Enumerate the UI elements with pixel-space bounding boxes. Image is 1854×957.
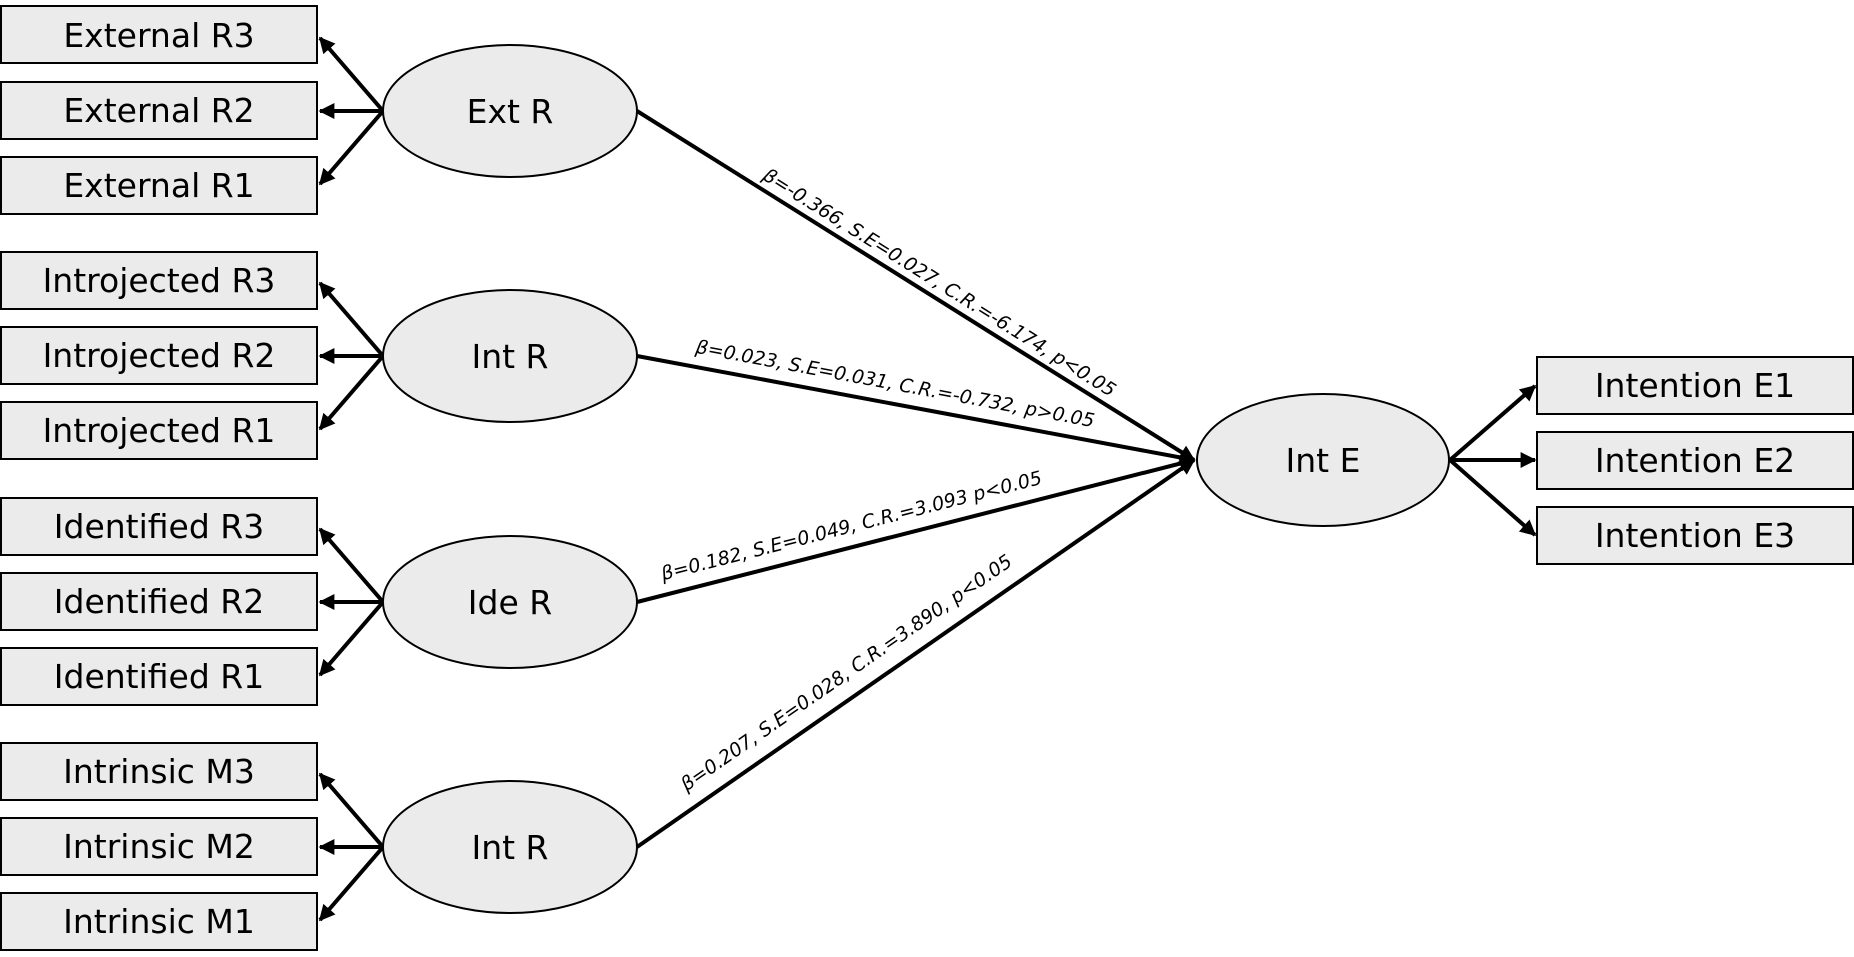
indicator-box-external-r2: External R2: [0, 81, 318, 140]
path-intr-to-inte: [636, 354, 1196, 466]
indicator-label: Introjected R2: [43, 336, 276, 375]
arrow-ide-r3: [318, 527, 385, 604]
indicator-box-introjected-r3: Introjected R3: [0, 251, 318, 310]
indicator-label: External R2: [63, 91, 254, 130]
indicator-label: External R3: [63, 16, 254, 55]
indicator-label: Intention E1: [1595, 366, 1795, 405]
arrow-intm-m1: [318, 845, 385, 922]
indicator-label: External R1: [63, 166, 254, 205]
arrow-ide-r1: [318, 600, 385, 677]
indicator-box-intention-e2: Intention E2: [1536, 431, 1854, 490]
indicator-box-intrinsic-m2: Intrinsic M2: [0, 817, 318, 876]
arrow-intr-r3: [318, 281, 385, 358]
indicator-arrows-left: [318, 36, 385, 922]
arrow-intr-r1: [318, 354, 385, 431]
indicator-label: Identified R2: [54, 582, 264, 621]
path-labels: β=-0.366, S.E=0.027, C.R.=-6.174, p<0.05…: [658, 164, 1120, 797]
latent-node-int-e: Int E: [1196, 393, 1450, 527]
arrow-int-e3: [1448, 458, 1537, 537]
latent-label: Int R: [471, 828, 548, 867]
indicator-label: Intention E3: [1595, 516, 1795, 555]
indicator-arrows-right: [1448, 384, 1537, 537]
indicator-box-external-r1: External R1: [0, 156, 318, 215]
latent-node-int-r: Int R: [382, 289, 638, 423]
indicator-box-identified-r3: Identified R3: [0, 497, 318, 556]
path-intm-to-inte: [635, 458, 1196, 849]
arrow-intm-m3: [318, 772, 385, 849]
indicator-label: Intrinsic M1: [63, 902, 255, 941]
indicator-box-intrinsic-m3: Intrinsic M3: [0, 742, 318, 801]
indicator-label: Intrinsic M2: [63, 827, 255, 866]
indicator-box-intrinsic-m1: Intrinsic M1: [0, 892, 318, 951]
latent-label: Ide R: [468, 583, 552, 622]
arrow-ext-r1: [318, 109, 385, 186]
indicator-box-introjected-r2: Introjected R2: [0, 326, 318, 385]
latent-node-ext-r: Ext R: [382, 44, 638, 178]
latent-node-int-r-intrinsic: Int R: [382, 780, 638, 914]
indicator-box-introjected-r1: Introjected R1: [0, 401, 318, 460]
path-ide-to-inte: [636, 455, 1196, 604]
latent-node-ide-r: Ide R: [382, 535, 638, 669]
latent-label: Int R: [471, 337, 548, 376]
indicator-label: Intrinsic M3: [63, 752, 255, 791]
indicator-box-identified-r2: Identified R2: [0, 572, 318, 631]
arrow-ext-r3: [318, 36, 385, 113]
latent-label: Int E: [1286, 441, 1361, 480]
indicator-box-intention-e3: Intention E3: [1536, 506, 1854, 565]
indicator-label: Introjected R1: [43, 411, 276, 450]
structural-paths: [635, 109, 1196, 849]
indicator-box-identified-r1: Identified R1: [0, 647, 318, 706]
indicator-box-intention-e1: Intention E1: [1536, 356, 1854, 415]
indicator-label: Intention E2: [1595, 441, 1795, 480]
indicator-label: Identified R1: [54, 657, 264, 696]
indicator-box-external-r3: External R3: [0, 5, 318, 64]
latent-label: Ext R: [467, 92, 554, 131]
indicator-label: Identified R3: [54, 507, 264, 546]
indicator-label: Introjected R3: [43, 261, 276, 300]
arrow-int-e1: [1448, 384, 1537, 462]
path-ext-to-inte: [635, 109, 1196, 462]
path-label-intm: β=0.207, S.E=0.028, C.R.=3.890, p<0.05: [676, 550, 1016, 796]
